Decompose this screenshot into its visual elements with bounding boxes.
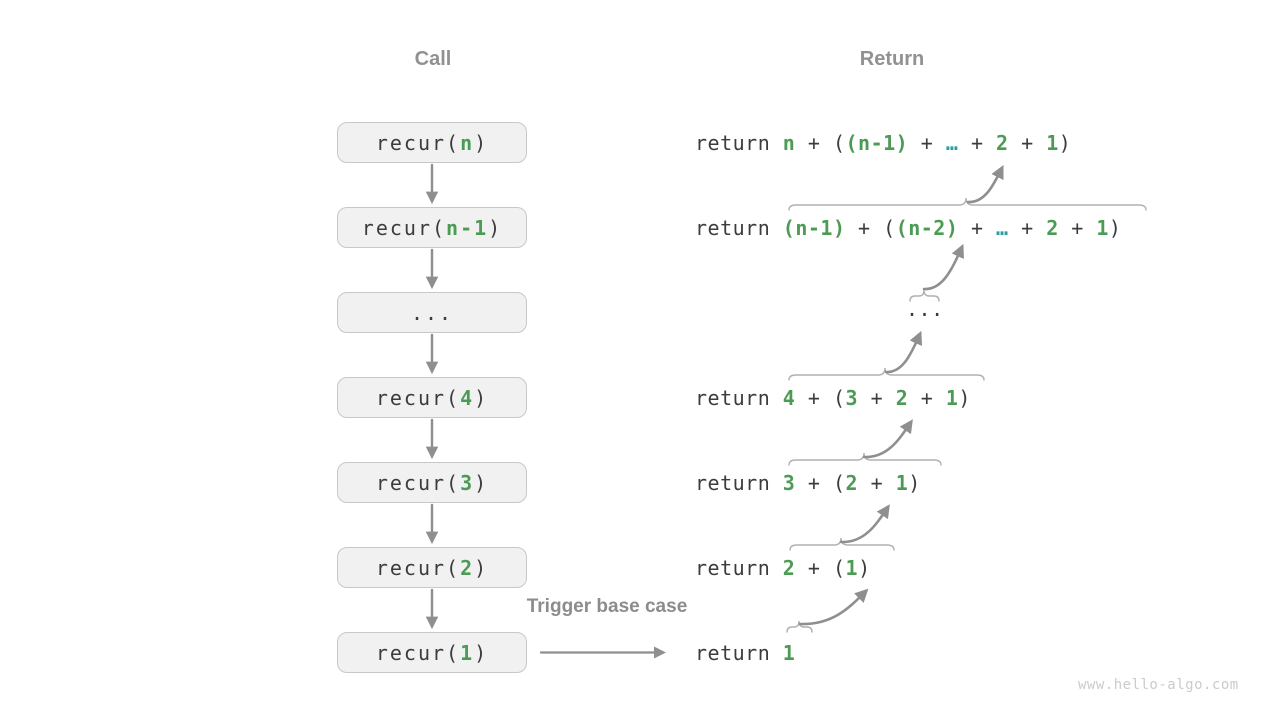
code-segment: n: [460, 130, 475, 155]
code-segment: +: [908, 385, 946, 410]
return-lift-arrow: [922, 243, 964, 291]
code-segment: ...: [410, 300, 454, 325]
return-lift-arrow: [839, 504, 890, 544]
call-box: ...: [337, 292, 527, 333]
code-segment: +: [1058, 215, 1097, 240]
code-segment: ): [474, 470, 489, 495]
code-segment: ): [908, 470, 921, 495]
code-segment: ): [474, 385, 489, 410]
return-lift-arrow: [798, 588, 869, 626]
code-segment: ...: [906, 296, 944, 321]
code-segment: 2: [895, 385, 909, 410]
code-segment: + (: [795, 130, 846, 155]
code-segment: 3: [460, 470, 475, 495]
code-segment: …: [996, 215, 1009, 240]
code-segment: 2: [782, 555, 796, 580]
code-segment: (n-2): [895, 215, 959, 240]
return-expression-row: return (n-1) + ((n-2) + … + 2 + 1): [695, 214, 1121, 242]
code-segment: (n-1): [782, 215, 846, 240]
call-box: recur(n-1): [337, 207, 527, 248]
code-segment: 1: [1096, 215, 1109, 240]
code-segment: n: [782, 130, 796, 155]
code-segment: ): [1108, 215, 1122, 240]
overbrace: [786, 620, 813, 633]
code-segment: recur(: [375, 555, 461, 580]
code-segment: (n-1): [845, 130, 909, 155]
code-segment: ): [1058, 130, 1072, 155]
code-segment: 1: [895, 470, 909, 495]
code-segment: + (: [845, 215, 896, 240]
return-expression-row: return 2 + (1): [695, 554, 871, 582]
code-segment: return: [695, 640, 783, 665]
code-segment: ): [474, 130, 489, 155]
code-segment: + (: [795, 470, 846, 495]
call-box: recur(2): [337, 547, 527, 588]
return-expression-row: return 3 + (2 + 1): [695, 469, 921, 497]
code-segment: 2: [996, 130, 1009, 155]
code-segment: recur(: [361, 215, 447, 240]
code-segment: +: [858, 385, 896, 410]
trigger-base-case-label: Trigger base case: [526, 596, 688, 617]
call-box: recur(1): [337, 632, 527, 673]
code-segment: +: [958, 215, 997, 240]
code-segment: 2: [1046, 215, 1059, 240]
return-expression-row: return 1: [695, 639, 795, 667]
code-segment: 2: [845, 470, 859, 495]
code-segment: +: [1008, 130, 1047, 155]
code-segment: recur(: [375, 130, 461, 155]
overbrace: [788, 197, 1147, 211]
code-segment: n-1: [446, 215, 489, 240]
return-lift-arrow: [966, 164, 1004, 204]
call-box: recur(4): [337, 377, 527, 418]
return-column-header: Return: [859, 48, 925, 70]
code-segment: return: [695, 470, 783, 495]
code-segment: …: [945, 130, 959, 155]
code-segment: 1: [945, 385, 959, 410]
code-segment: ): [958, 385, 971, 410]
call-box: recur(n): [337, 122, 527, 163]
code-segment: + (: [795, 385, 846, 410]
code-segment: ): [474, 640, 489, 665]
code-segment: +: [1008, 215, 1047, 240]
overbrace: [788, 452, 942, 466]
call-box: recur(3): [337, 462, 527, 503]
code-segment: return: [695, 215, 783, 240]
code-segment: return: [695, 385, 783, 410]
code-segment: recur(: [375, 640, 461, 665]
return-lift-arrow: [862, 419, 913, 459]
code-segment: return: [695, 130, 783, 155]
return-lift-arrow: [884, 330, 923, 374]
code-segment: +: [958, 130, 997, 155]
code-segment: 4: [460, 385, 475, 410]
code-segment: recur(: [375, 385, 461, 410]
code-segment: recur(: [375, 470, 461, 495]
return-expression-row: return 4 + (3 + 2 + 1): [695, 384, 971, 412]
code-segment: + (: [795, 555, 846, 580]
watermark: www.hello-algo.com: [1078, 677, 1239, 693]
return-ellipsis-row: ...: [906, 295, 944, 323]
overbrace: [788, 367, 985, 381]
code-segment: ): [488, 215, 503, 240]
code-segment: 1: [845, 555, 859, 580]
code-segment: 3: [782, 470, 796, 495]
overbrace: [789, 537, 895, 551]
call-column-header: Call: [414, 48, 452, 70]
code-segment: ): [474, 555, 489, 580]
code-segment: return: [695, 555, 783, 580]
return-expression-row: return n + ((n-1) + … + 2 + 1): [695, 129, 1071, 157]
code-segment: 4: [782, 385, 796, 410]
code-segment: 1: [1046, 130, 1059, 155]
code-segment: +: [858, 470, 896, 495]
code-segment: ): [858, 555, 871, 580]
code-segment: +: [908, 130, 946, 155]
code-segment: 1: [782, 640, 796, 665]
code-segment: 2: [460, 555, 475, 580]
code-segment: 1: [460, 640, 475, 665]
code-segment: 3: [845, 385, 859, 410]
